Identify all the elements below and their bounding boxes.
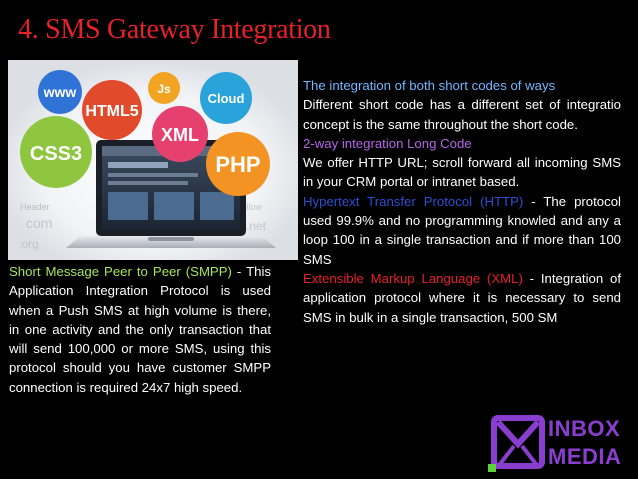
html5-bubble: HTML5: [82, 80, 142, 140]
svg-text:Js: Js: [157, 82, 171, 96]
short-codes-body: Different short code has a different set…: [303, 97, 621, 132]
logo-media: MEDIA: [548, 444, 622, 469]
xml-body: - Integration of application protocol wh…: [303, 270, 621, 325]
svg-text:PHP: PHP: [215, 152, 260, 177]
bg-word: Follow: [236, 202, 263, 212]
svg-text:XML: XML: [161, 125, 199, 145]
laptop-tech-illustration: Header com .org .net Follow www HTML5 Js: [8, 60, 298, 260]
svg-text:CSS3: CSS3: [30, 143, 82, 165]
envelope-icon: [488, 415, 545, 472]
www-bubble: www: [38, 70, 82, 114]
xml-bubble: XML: [152, 106, 208, 162]
logo-inbox: INBOX: [548, 416, 621, 441]
svg-text:Cloud: Cloud: [208, 91, 245, 106]
smpp-description: Short Message Peer to Peer (SMPP) - This…: [9, 262, 271, 397]
short-codes-heading: The integration of both short codes of w…: [303, 78, 556, 93]
js-bubble: Js: [148, 72, 180, 104]
svg-text:www: www: [43, 84, 77, 100]
smpp-heading: Short Message Peer to Peer (SMPP): [9, 264, 232, 279]
http-body: - The protocol used 99.9% and no program…: [303, 193, 621, 267]
php-bubble: PHP: [206, 132, 270, 196]
http-heading: Hypertext Transfer Protocol (HTTP): [303, 193, 524, 209]
smpp-body: - This Application Integration Protocol …: [9, 264, 271, 395]
xml-heading: Extensible Markup Language (XML): [303, 270, 523, 286]
css3-bubble: CSS3: [20, 116, 92, 188]
long-code-body: We offer HTTP URL; scroll forward all in…: [303, 155, 621, 190]
bg-word: com: [26, 215, 52, 231]
long-code-heading: 2-way integration Long Code: [303, 135, 472, 151]
bg-word: .net: [246, 219, 267, 233]
svg-text:HTML5: HTML5: [85, 103, 138, 120]
bg-word: .org: [18, 237, 39, 251]
cloud-bubble: Cloud: [200, 72, 252, 124]
slide-title: 4. SMS Gateway Integration: [18, 14, 331, 45]
inbox-media-logo: INBOX MEDIA: [488, 410, 633, 476]
bg-word: Header: [20, 202, 50, 212]
integration-details: The integration of both short codes of w…: [303, 76, 621, 327]
laptop-base: [66, 236, 276, 248]
